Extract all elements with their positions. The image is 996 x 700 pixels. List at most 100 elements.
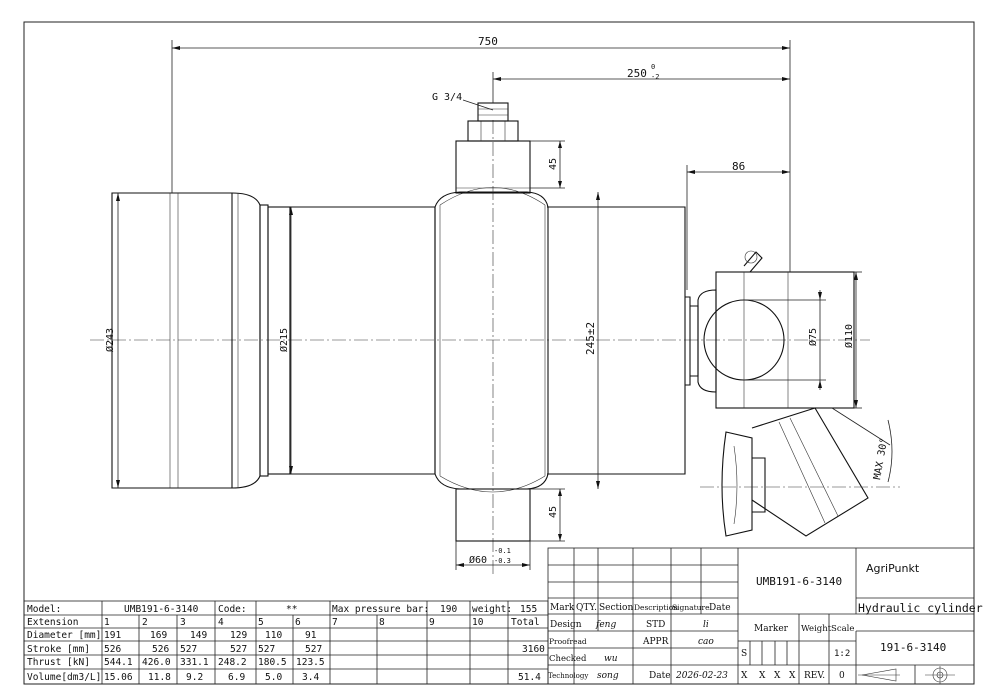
- dim-port-position: 250: [627, 67, 647, 80]
- dim-trunnion-tol-upper: -0.1: [494, 547, 511, 555]
- date-value: 2026-02-23: [675, 671, 728, 681]
- row-label-thrust: Thrust [kN]: [27, 657, 90, 668]
- rev-value: 0: [839, 671, 845, 681]
- cell: 11.8: [148, 672, 171, 683]
- weight-value: 155: [520, 604, 537, 615]
- title-block: Mark QTY. Section Description Signature …: [547, 547, 983, 685]
- cell: 3.4: [302, 672, 319, 683]
- company-name: AgriPunkt: [866, 562, 920, 575]
- cell: 9.2: [186, 672, 203, 683]
- cell: 6: [295, 617, 301, 628]
- header-description: Description: [634, 603, 678, 612]
- dimensions: 750 250 0 -2 G 3/4 45 86 Ø243 Ø215 24: [104, 35, 862, 570]
- dim-trunnion-span: 245±2: [584, 322, 597, 355]
- role-checked: Checked: [549, 654, 587, 664]
- spec-table: Model: UMB191-6-3140 Code: ** Max pressu…: [23, 600, 549, 685]
- cell: 527: [258, 644, 275, 655]
- header-date: Date: [709, 603, 731, 613]
- cell: 91: [305, 630, 317, 641]
- pressure-label: Max pressure bar:: [332, 604, 429, 615]
- weight-label: weight:: [472, 604, 512, 615]
- row-label-stroke: Stroke [mm]: [27, 644, 90, 655]
- cell: 169: [150, 630, 167, 641]
- model-label: Model:: [27, 604, 61, 615]
- signature-checked: wu: [604, 654, 618, 664]
- marker-label: Marker: [754, 624, 789, 634]
- cell-total: 51.4: [518, 672, 541, 683]
- cell: 526: [152, 644, 169, 655]
- cell: 7: [332, 617, 338, 628]
- code-value: **: [286, 604, 297, 615]
- dim-overall-length: 750: [478, 35, 498, 48]
- role-design: Design: [550, 620, 582, 630]
- dim-eye-outer: Ø110: [843, 324, 855, 348]
- cell: 180.5: [258, 657, 287, 668]
- appr-label: APPR: [642, 637, 669, 647]
- row-label-extension: Extension: [27, 617, 78, 628]
- drawing-number: UMB191-6-3140: [756, 575, 842, 588]
- cell: 426.0: [142, 657, 171, 668]
- cell: 149: [190, 630, 207, 641]
- signature-appr: cao: [698, 637, 714, 647]
- code-label: Code:: [218, 604, 247, 615]
- header-qty: QTY.: [576, 603, 597, 613]
- dim-port-thread: G 3/4: [432, 92, 462, 103]
- dim-trunnion-top: 45: [548, 158, 559, 170]
- end-cap: [111, 192, 291, 489]
- cell: 8: [379, 617, 385, 628]
- cell: 5.0: [265, 672, 282, 683]
- weight-header: Weight: [801, 624, 832, 634]
- scale-value: 1:2: [834, 649, 850, 659]
- drawing-title: Hydraulic cylinder: [858, 601, 983, 615]
- header-signature: Signature: [672, 603, 710, 612]
- barrel: [289, 206, 686, 475]
- marker-x-2: X: [759, 671, 766, 681]
- cell: 15.06: [104, 672, 133, 683]
- dim-eye-offset: 86: [732, 160, 745, 173]
- pressure-value: 190: [440, 604, 457, 615]
- cell-total: Total: [511, 617, 540, 628]
- signature-design: feng: [595, 620, 616, 630]
- header-mark: Mark: [550, 603, 575, 613]
- cell: 527: [305, 644, 322, 655]
- model-value: UMB191-6-3140: [124, 604, 199, 615]
- scale-header: Scale: [831, 624, 854, 634]
- cell: 526: [104, 644, 121, 655]
- cell: 123.5: [296, 657, 325, 668]
- cell: 129: [230, 630, 247, 641]
- marker-x-1: X: [741, 671, 748, 681]
- cylinder-side-view: [90, 102, 870, 575]
- row-label-volume: Volume[dm3/L]: [27, 672, 101, 683]
- cell: 110: [265, 630, 282, 641]
- header-section: Section: [599, 603, 633, 613]
- cell: 3: [180, 617, 186, 628]
- date-label: Date: [649, 671, 671, 681]
- dim-port-tol-upper: 0: [651, 63, 655, 71]
- part-number: 191-6-3140: [880, 641, 946, 654]
- cell: 331.1: [180, 657, 209, 668]
- std-label: STD: [646, 620, 665, 630]
- cell: 2: [142, 617, 148, 628]
- row-label-diameter: Diameter [mm]: [27, 630, 101, 641]
- cell: 9: [429, 617, 435, 628]
- cell: 6.9: [228, 672, 245, 683]
- swing-angle-detail: MAX 30°: [700, 407, 900, 537]
- cell: 5: [258, 617, 264, 628]
- dim-eye-bore: Ø75: [807, 328, 819, 346]
- cell: 527: [180, 644, 197, 655]
- s-label: S: [741, 649, 747, 659]
- marker-x-3: X: [774, 671, 781, 681]
- cell: 4: [218, 617, 224, 628]
- rev-label: REV.: [804, 671, 825, 681]
- dim-port-tol-lower: -2: [651, 73, 659, 81]
- marker-x-4: X: [789, 671, 796, 681]
- cell-total: 3160: [522, 644, 545, 655]
- signature-std: li: [703, 620, 709, 630]
- dim-max-angle: MAX 30°: [872, 437, 890, 480]
- cell: 191: [104, 630, 121, 641]
- trunnion-ring: [434, 102, 549, 575]
- rod-eye: [685, 250, 855, 409]
- projection-symbol-icon: [858, 666, 955, 684]
- signature-technology: song: [597, 671, 619, 681]
